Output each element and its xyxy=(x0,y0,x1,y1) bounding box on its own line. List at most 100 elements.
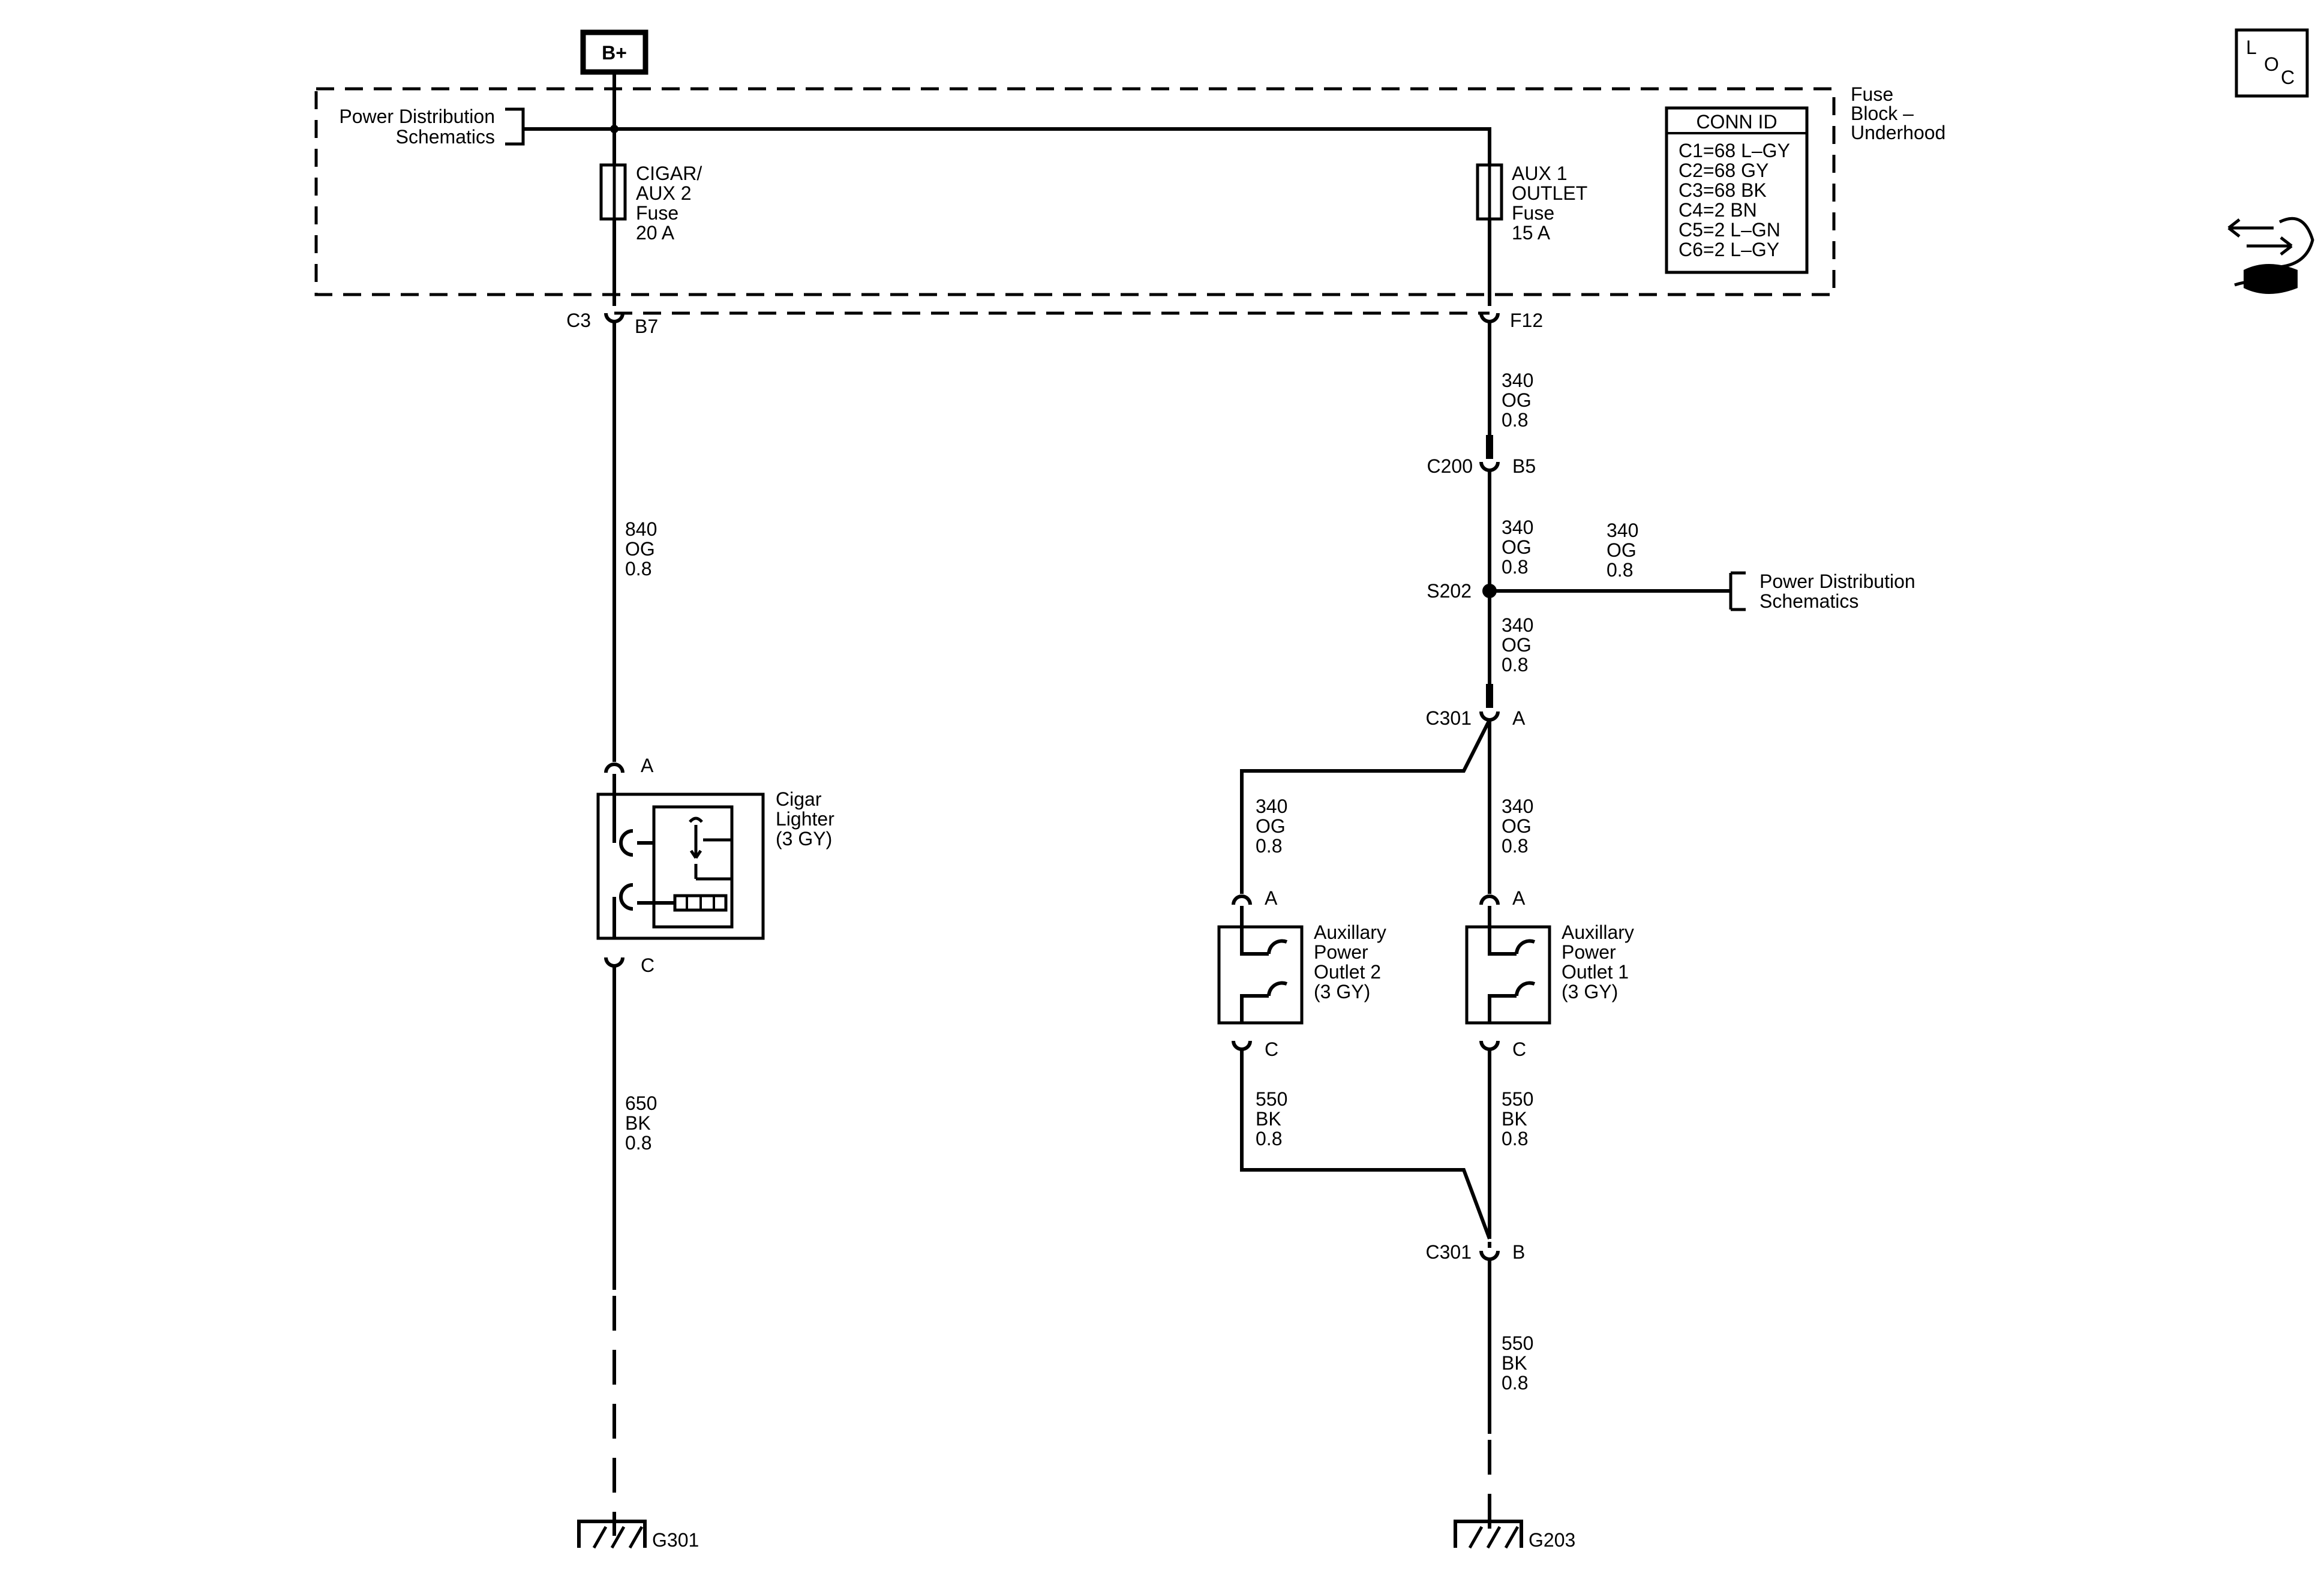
svg-text:20 A: 20 A xyxy=(636,222,675,244)
fuse-block-title-2: Block – xyxy=(1851,103,1914,124)
wire-label-340-c200: 340 OG 0.8 xyxy=(1502,517,1533,578)
svg-text:F12: F12 xyxy=(1510,310,1543,331)
svg-text:840: 840 xyxy=(625,518,657,540)
svg-text:B7: B7 xyxy=(635,316,658,337)
splice-s202: S202 xyxy=(1427,580,1497,602)
fuse-block-title-1: Fuse xyxy=(1851,83,1893,105)
svg-text:0.8: 0.8 xyxy=(1502,409,1528,431)
svg-text:OG: OG xyxy=(1502,634,1532,656)
svg-text:C: C xyxy=(1512,1038,1526,1060)
power-source-label: B+ xyxy=(602,42,627,64)
svg-text:Power Distribution: Power Distribution xyxy=(339,106,495,127)
connector-c200-b5: C200 B5 xyxy=(1427,435,1536,477)
connector-c301-a: C301 A xyxy=(1426,684,1526,729)
connector-c301-b: C301 B xyxy=(1426,1241,1526,1263)
svg-text:0.8: 0.8 xyxy=(1502,556,1528,578)
wire-340-out2 xyxy=(1240,719,1491,894)
svg-text:340: 340 xyxy=(1607,520,1638,541)
svg-text:C5=2 L–GN: C5=2 L–GN xyxy=(1679,219,1780,241)
svg-text:0.8: 0.8 xyxy=(1502,1372,1528,1394)
svg-text:OG: OG xyxy=(625,538,655,560)
power-distribution-ref-right[interactable]: Power Distribution Schematics xyxy=(1729,571,1915,612)
svg-text:BK: BK xyxy=(1256,1108,1281,1130)
svg-text:0.8: 0.8 xyxy=(625,558,651,580)
svg-text:AUX 2: AUX 2 xyxy=(636,182,691,204)
svg-text:Power Distribution: Power Distribution xyxy=(1759,571,1915,592)
svg-text:0.8: 0.8 xyxy=(1256,1128,1282,1149)
power-distribution-ref-top[interactable]: Power Distribution Schematics xyxy=(339,106,525,148)
cigar-lighter: A C Cigar Lighter (3 GY) xyxy=(596,755,834,976)
hand-wrench-icon[interactable] xyxy=(2227,217,2314,294)
svg-text:OG: OG xyxy=(1502,389,1532,411)
loc-icon[interactable]: L O C xyxy=(2235,28,2309,98)
svg-text:S202: S202 xyxy=(1427,580,1472,602)
svg-text:550: 550 xyxy=(1502,1088,1533,1110)
wire-label-840: 840 OG 0.8 xyxy=(625,518,657,580)
svg-text:OUTLET: OUTLET xyxy=(1512,182,1587,204)
svg-text:B: B xyxy=(1512,1241,1525,1263)
wire-550-out2 xyxy=(1240,1050,1491,1240)
connector-f12: F12 xyxy=(1479,310,1543,331)
svg-text:Schematics: Schematics xyxy=(396,126,495,148)
wire-label-340-out1: 340 OG 0.8 xyxy=(1502,795,1533,857)
svg-text:0.8: 0.8 xyxy=(625,1132,651,1154)
ground-g301: G301 xyxy=(577,1520,699,1551)
svg-text:A: A xyxy=(1512,707,1526,729)
conn-id-table: CONN ID C1=68 L–GY C2=68 GY C3=68 BK C4=… xyxy=(1665,106,1809,274)
fuse-aux1-outlet: AUX 1 OUTLET Fuse 15 A xyxy=(1476,163,1587,244)
conn-id-header: CONN ID xyxy=(1696,111,1777,133)
lighter-pin-c: C xyxy=(641,954,654,976)
svg-text:L: L xyxy=(2246,37,2257,58)
svg-text:C: C xyxy=(2281,67,2295,88)
svg-text:Auxillary: Auxillary xyxy=(1314,921,1386,943)
svg-text:C3: C3 xyxy=(566,310,591,331)
svg-text:OG: OG xyxy=(1502,815,1532,837)
svg-text:A: A xyxy=(1265,887,1278,909)
svg-text:G301: G301 xyxy=(652,1529,699,1551)
svg-text:C301: C301 xyxy=(1426,1241,1472,1263)
wire-label-340-branch: 340 OG 0.8 xyxy=(1607,520,1638,581)
svg-text:BK: BK xyxy=(1502,1352,1527,1374)
svg-text:G203: G203 xyxy=(1529,1529,1575,1551)
svg-text:C200: C200 xyxy=(1427,455,1473,477)
connector-c3-b7: C3 B7 xyxy=(566,310,658,337)
cigar-lighter-label-3: (3 GY) xyxy=(776,828,832,849)
svg-text:C4=2 BN: C4=2 BN xyxy=(1679,199,1757,221)
lighter-pin-a: A xyxy=(641,755,654,776)
aux-power-outlet-2: A C Auxillary Power Outlet 2 (3 GY) xyxy=(1217,887,1386,1060)
svg-text:BK: BK xyxy=(1502,1108,1527,1130)
svg-text:C: C xyxy=(1265,1038,1278,1060)
wire-label-650: 650 BK 0.8 xyxy=(625,1092,657,1154)
svg-text:BK: BK xyxy=(625,1112,651,1134)
svg-text:C301: C301 xyxy=(1426,707,1472,729)
svg-text:550: 550 xyxy=(1256,1088,1287,1110)
svg-text:CIGAR/: CIGAR/ xyxy=(636,163,702,184)
svg-text:Outlet 1: Outlet 1 xyxy=(1562,961,1629,983)
wire-label-340-out2: 340 OG 0.8 xyxy=(1256,795,1287,857)
fuse-block-title-3: Underhood xyxy=(1851,122,1945,143)
svg-text:0.8: 0.8 xyxy=(1502,835,1528,857)
wire-label-550-g203: 550 BK 0.8 xyxy=(1502,1332,1533,1394)
wire-label-550-out2: 550 BK 0.8 xyxy=(1256,1088,1287,1149)
svg-text:340: 340 xyxy=(1502,370,1533,391)
wire-label-340-s202: 340 OG 0.8 xyxy=(1502,614,1533,676)
fuse-cigar-aux2: CIGAR/ AUX 2 Fuse 20 A xyxy=(599,163,702,244)
svg-text:0.8: 0.8 xyxy=(1607,559,1633,581)
power-source-b-plus: B+ xyxy=(580,29,648,75)
cigar-lighter-label-2: Lighter xyxy=(776,808,834,830)
svg-text:C2=68 GY: C2=68 GY xyxy=(1679,160,1768,181)
svg-text:550: 550 xyxy=(1502,1332,1533,1354)
svg-text:Outlet 2: Outlet 2 xyxy=(1314,961,1381,983)
wire-label-340-f12: 340 OG 0.8 xyxy=(1502,370,1533,431)
cigar-lighter-label-1: Cigar xyxy=(776,788,822,810)
svg-text:Fuse: Fuse xyxy=(636,202,678,224)
svg-text:(3 GY): (3 GY) xyxy=(1314,981,1370,1002)
svg-text:B5: B5 xyxy=(1512,455,1536,477)
svg-text:Power: Power xyxy=(1314,941,1368,963)
svg-text:Auxillary: Auxillary xyxy=(1562,921,1634,943)
svg-text:340: 340 xyxy=(1502,795,1533,817)
svg-text:A: A xyxy=(1512,887,1526,909)
aux-power-outlet-1: A C Auxillary Power Outlet 1 (3 GY) xyxy=(1465,887,1634,1060)
svg-text:C3=68 BK: C3=68 BK xyxy=(1679,179,1767,201)
